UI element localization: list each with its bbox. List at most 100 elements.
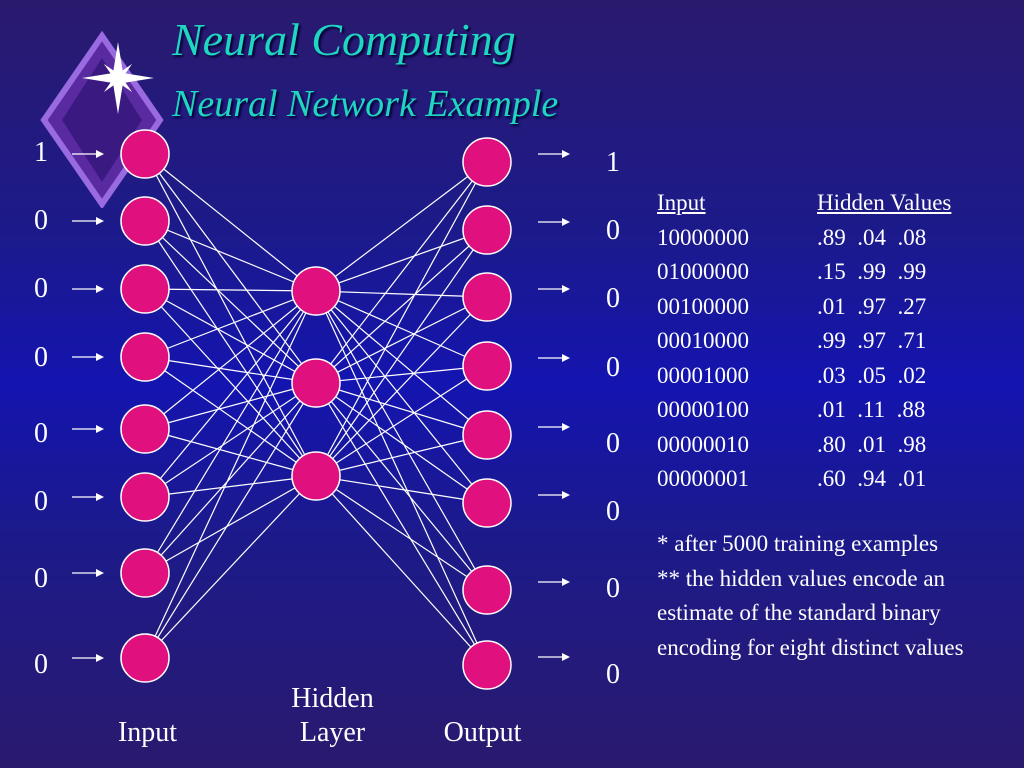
input-hidden-connection (144, 288, 317, 384)
input-hidden-connection (144, 356, 317, 384)
input-value-3: 0 (34, 273, 48, 304)
row-values: .01 .97 .27 (817, 293, 927, 319)
output-node (462, 565, 512, 615)
input-hidden-connection (144, 290, 317, 358)
input-value-2: 0 (34, 205, 48, 236)
input-arrow-head (96, 285, 104, 293)
row-values: .80 .01 .98 (817, 431, 927, 457)
input-hidden-connection (144, 382, 317, 430)
input-hidden-connection (144, 220, 317, 292)
output-value-8: 0 (606, 659, 620, 690)
output-node (462, 272, 512, 322)
input-value-4: 0 (34, 342, 48, 373)
hidden-node (291, 451, 341, 501)
hidden-label-line1: Hidden (291, 683, 374, 714)
input-arrow-head (96, 493, 104, 501)
output-arrow-head (562, 491, 570, 499)
hidden-output-connection (315, 365, 488, 477)
row-code: 00000010 (657, 431, 749, 457)
row-code: 00000001 (657, 466, 749, 491)
table-row: 00001000 .03 .05 .02 (657, 359, 997, 394)
input-hidden-connection (144, 153, 317, 292)
input-hidden-connection (144, 382, 317, 498)
input-hidden-connection (144, 220, 317, 477)
input-hidden-connection (144, 475, 317, 498)
hidden-output-connection (315, 161, 488, 384)
table-header-input: Input (657, 190, 706, 215)
hidden-output-connection (315, 229, 488, 477)
output-arrow-head (562, 653, 570, 661)
input-value-7: 0 (34, 563, 48, 594)
output-node (462, 478, 512, 528)
output-value-6: 0 (606, 496, 620, 527)
output-node (462, 205, 512, 255)
input-arrow-head (96, 425, 104, 433)
input-node (120, 633, 170, 683)
input-arrow-head (96, 150, 104, 158)
row-code: 00100000 (657, 293, 749, 319)
input-hidden-connection (144, 382, 317, 574)
input-node (120, 332, 170, 382)
table-row: 00000010 .80 .01 .98 (657, 428, 997, 463)
hidden-output-connection (315, 382, 488, 666)
table-row: 10000000 .89 .04 .08 (657, 221, 997, 256)
input-node (120, 129, 170, 179)
hidden-output-connection (315, 290, 488, 666)
input-hidden-connection (144, 428, 317, 477)
row-values: .15 .99 .99 (817, 259, 927, 284)
hidden-output-connection (315, 296, 488, 477)
hidden-output-connection (315, 475, 488, 666)
row-values: .89 .04 .08 (817, 224, 927, 250)
hidden-output-connection (315, 161, 488, 477)
hidden-output-connection (315, 475, 488, 504)
input-hidden-connection (144, 153, 317, 477)
input-hidden-connection (144, 382, 317, 659)
input-hidden-connection (144, 475, 317, 574)
output-value-1: 1 (606, 147, 620, 178)
row-code: 10000000 (657, 224, 749, 250)
hidden-output-connection (315, 290, 488, 504)
input-hidden-connection (144, 356, 317, 477)
input-value-1: 1 (34, 137, 48, 168)
hidden-output-connection (315, 434, 488, 477)
output-node (462, 410, 512, 460)
output-node (462, 640, 512, 690)
table-row: 00000100.01 .11 .88 (657, 393, 997, 428)
row-code: 00001000 (657, 362, 749, 388)
row-values: .99 .97 .71 (817, 328, 927, 353)
hidden-output-connection (315, 290, 488, 367)
input-hidden-connection (144, 288, 317, 292)
output-value-2: 0 (606, 215, 620, 246)
input-hidden-connection (144, 153, 317, 384)
table-row: 00010000 .99 .97 .71 (657, 324, 997, 359)
hidden-output-connection (315, 229, 488, 384)
hidden-output-connection (315, 382, 488, 436)
output-value-7: 0 (606, 573, 620, 604)
row-values: .03 .05 .02 (817, 362, 927, 388)
hidden-output-connection (315, 365, 488, 384)
footnote-encoding: ** the hidden values encode an estimate … (657, 565, 964, 660)
input-hidden-connection (144, 288, 317, 477)
row-values: .01 .11 .88 (817, 397, 926, 422)
row-code: 00010000 (657, 328, 749, 353)
output-node (462, 341, 512, 391)
input-arrow-head (96, 654, 104, 662)
input-node (120, 196, 170, 246)
output-arrow-head (562, 285, 570, 293)
input-hidden-connection (144, 290, 317, 430)
slide-title: Neural Computing (172, 14, 516, 65)
hidden-output-connection (315, 290, 488, 298)
hidden-output-connection (315, 229, 488, 292)
output-arrow-head (562, 578, 570, 586)
input-value-8: 0 (34, 649, 48, 680)
input-hidden-connection (144, 290, 317, 498)
output-arrow-head (562, 218, 570, 226)
output-arrow-head (562, 354, 570, 362)
input-node (120, 548, 170, 598)
hidden-output-connection (315, 382, 488, 591)
row-values: .60 .94 .01 (817, 466, 927, 491)
table-row: 00000001 .60 .94 .01 (657, 462, 997, 497)
input-hidden-connection (144, 290, 317, 574)
output-layer-label: Output (443, 717, 522, 748)
